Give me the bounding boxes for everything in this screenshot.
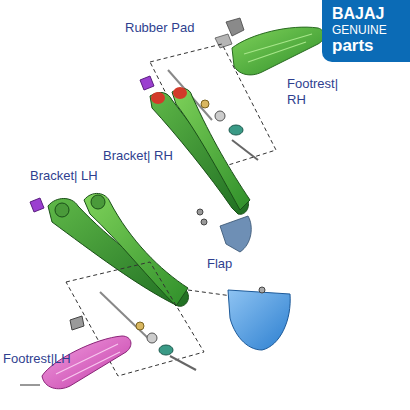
bracket-lh-arm [84,193,188,306]
cotter-pin [232,140,258,160]
bolt [140,76,154,90]
rubber-pad [226,18,244,36]
bracket-rh-bush [173,87,187,99]
washer [136,322,144,330]
pivot-pin [100,292,150,340]
footrest-rh [232,27,324,75]
logo-text: parts [332,38,406,54]
washer [201,100,209,108]
bracket-lh-boss [91,195,105,209]
part-label: Footrest| RH [287,76,349,108]
spring [229,125,243,135]
logo-text: BAJAJ [332,6,406,22]
part-label: Bracket| LH [30,168,120,184]
footrest-rh-ribs [244,34,312,62]
screw [197,209,203,215]
spring [159,345,173,355]
rubber-pad [70,316,84,330]
flap [220,216,251,252]
bracket-lh-boss [55,203,69,217]
logo-text: GENUINE [332,22,406,38]
bolt [30,198,44,212]
washer [147,333,157,343]
part-label: Bracket| RH [103,148,193,164]
leader-line [188,290,232,296]
bracket-rh-arm [172,89,250,210]
bracket-rh-bush [151,92,165,104]
screw [201,219,207,225]
brand-logo: BAJAJGENUINEparts [322,0,410,62]
leader-line [20,385,40,386]
washer [215,111,225,121]
rubber-pad-plate [215,34,232,48]
part-label: Footrest|LH [3,351,93,367]
screw [259,287,265,293]
heel-guard [228,290,290,350]
part-label: Flap [207,256,257,272]
part-label: Rubber Pad [125,20,215,36]
cotter-pin [170,356,196,370]
